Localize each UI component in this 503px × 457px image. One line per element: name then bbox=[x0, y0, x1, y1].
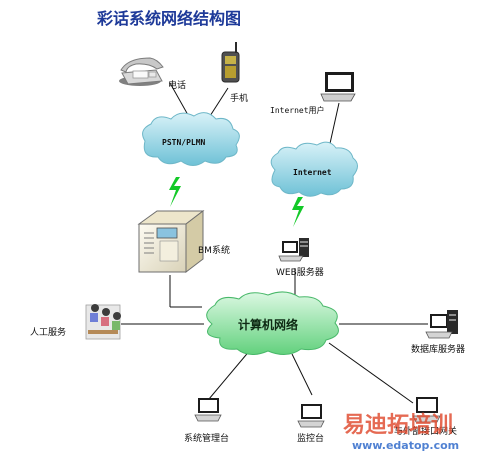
bm-system-label: BM系统 bbox=[198, 244, 230, 256]
internet-cloud-icon bbox=[270, 141, 358, 197]
bm-system-cabinet-icon bbox=[137, 209, 205, 274]
gateway-label: 与外部接口网关 bbox=[394, 425, 457, 437]
core-network-cloud-icon bbox=[206, 291, 339, 355]
internet-user-computer-icon bbox=[320, 72, 356, 102]
web-server-icon bbox=[278, 238, 309, 262]
monitor-to-core-line bbox=[291, 353, 313, 396]
internet-user-label: Internet用户 bbox=[270, 105, 325, 115]
admin-workstation-icon bbox=[194, 398, 222, 422]
diagram-title: 彩话系统网络结构图 bbox=[96, 9, 241, 28]
web-server-label: WEB服务器 bbox=[276, 266, 324, 278]
mobile-to-pstn-line bbox=[209, 87, 229, 117]
internet-lightning-icon bbox=[292, 197, 304, 227]
monitor-station-label: 监控台 bbox=[297, 432, 324, 444]
pstn-lightning-icon bbox=[169, 177, 181, 207]
phone-to-pstn-line bbox=[169, 82, 189, 116]
telephone-icon bbox=[119, 57, 164, 86]
watermark-url: www.edatop.com bbox=[352, 439, 459, 452]
pstn-cloud-icon bbox=[142, 112, 240, 166]
manual-service-label: 人工服务 bbox=[30, 326, 66, 338]
core-network-label: 计算机网络 bbox=[238, 317, 298, 332]
database-server-label: 数据库服务器 bbox=[411, 343, 465, 355]
watermark-logo: 易迪拓培训 www.edatop.com bbox=[343, 412, 459, 452]
monitoring-workstation-icon bbox=[297, 404, 325, 428]
customer-service-agents-icon bbox=[85, 304, 121, 340]
database-server-icon bbox=[425, 310, 458, 339]
internet-user-to-internet-line bbox=[328, 102, 340, 149]
gateway-workstation-icon bbox=[412, 397, 441, 423]
admin-station-label: 系统管理台 bbox=[184, 432, 229, 444]
admin-to-core-line bbox=[208, 348, 252, 400]
mobile-phone-icon bbox=[221, 42, 240, 83]
mobile-label: 手机 bbox=[230, 92, 248, 104]
pstn-label: PSTN/PLMN bbox=[162, 138, 206, 147]
connection-lines bbox=[121, 82, 428, 404]
internet-label: Internet bbox=[293, 168, 332, 177]
watermark-brand: 易迪拓培训 bbox=[343, 412, 453, 438]
phone-label: 电话 bbox=[168, 79, 186, 91]
gateway-to-core-line bbox=[328, 342, 414, 404]
